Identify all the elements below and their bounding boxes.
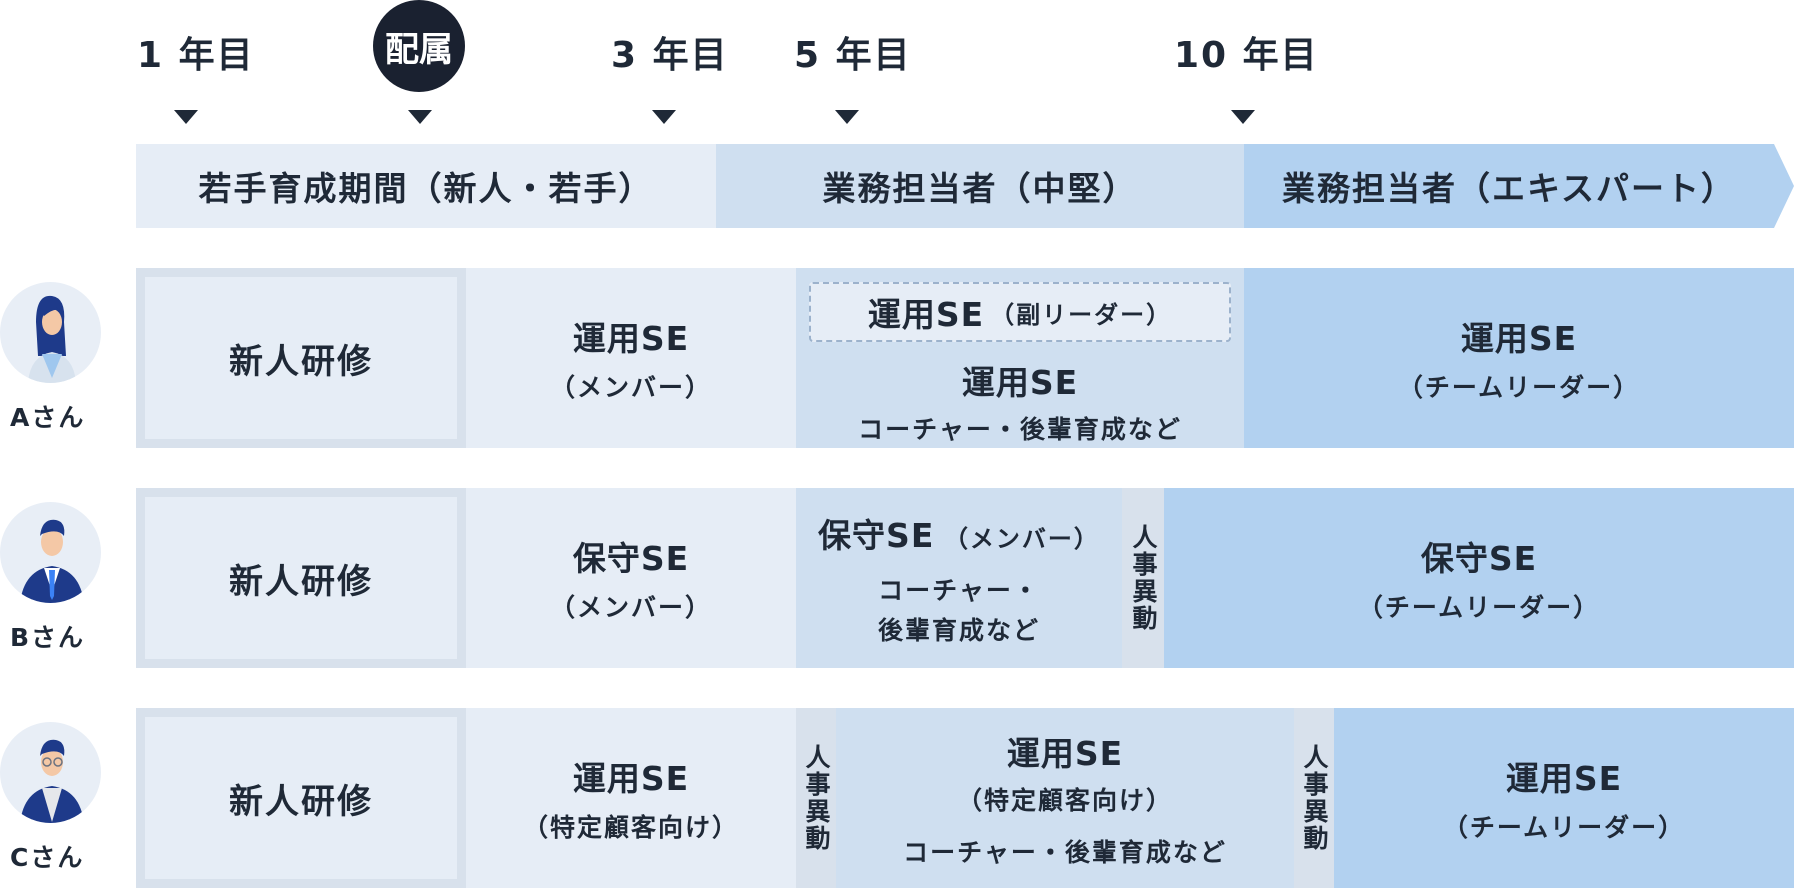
person-c-label: Cさん — [10, 843, 85, 872]
person-a-label: Aさん — [10, 403, 86, 432]
row-c-transfer-1: 人事異動 — [796, 708, 836, 888]
row-a-col4-sub: （チームリーダー） — [1397, 373, 1641, 402]
row-c-col4: 運用SE （チームリーダー） — [1334, 708, 1794, 888]
row-a-sub-leader-title: 運用SE — [867, 295, 985, 334]
person-woman-icon — [0, 282, 101, 383]
row-c-col2-title: 運用SE — [572, 759, 690, 798]
row-c-transfer-2-label: 人事異動 — [1300, 744, 1329, 852]
row-c-training: 新人研修 — [136, 708, 466, 888]
person-b-label: Bさん — [10, 623, 86, 652]
row-b-col3-sub1: コーチャー・ — [878, 576, 1040, 605]
row-a-col2: 運用SE （メンバー） — [466, 268, 796, 448]
assignment-marker — [408, 110, 432, 124]
year-1-label: 1 年目 — [137, 35, 255, 76]
row-c-col3-sub2: コーチャー・後輩育成など — [903, 838, 1227, 867]
row-a-training-label: 新人研修 — [145, 277, 457, 439]
row-b-col2-sub: （メンバー） — [549, 593, 712, 622]
row-a-sub-leader-box: 運用SE （副リーダー） — [809, 282, 1231, 342]
year-3-marker — [652, 110, 676, 124]
year-5-label: 5 年目 — [794, 35, 912, 76]
row-a-col4-title: 運用SE — [1460, 319, 1578, 358]
row-a-col4: 運用SE （チームリーダー） — [1244, 268, 1794, 448]
row-b-col4-title: 保守SE — [1420, 539, 1538, 578]
year-3-label: 3 年目 — [611, 35, 729, 76]
row-a-col3-sub: コーチャー・後輩育成など — [858, 415, 1182, 444]
row-b-transfer-label: 人事異動 — [1129, 524, 1158, 632]
row-b-transfer: 人事異動 — [1122, 488, 1164, 668]
row-c-col2-sub: （特定顧客向け） — [522, 813, 739, 842]
row-a-col3: 運用SE （副リーダー） 運用SE コーチャー・後輩育成など — [796, 268, 1244, 448]
row-c-col3: 運用SE （特定顧客向け） コーチャー・後輩育成など — [836, 708, 1294, 888]
row-a-col3-title: 運用SE — [961, 363, 1079, 402]
year-1-marker — [174, 110, 198, 124]
row-b-col2: 保守SE （メンバー） — [466, 488, 796, 668]
phase-young-development: 若手育成期間（新人・若手） — [136, 144, 716, 228]
row-a-col2-sub: （メンバー） — [549, 373, 712, 402]
row-c-col4-sub: （チームリーダー） — [1442, 813, 1686, 842]
row-b-col3-sub2: 後輩育成など — [877, 616, 1040, 645]
year-5-marker — [835, 110, 859, 124]
row-c-transfer-1-label: 人事異動 — [802, 744, 831, 852]
row-c-training-label: 新人研修 — [145, 717, 457, 879]
row-a-training: 新人研修 — [136, 268, 466, 448]
row-b-col4-sub: （チームリーダー） — [1357, 593, 1601, 622]
row-b-col3-title-sub: （メンバー） — [943, 525, 1100, 553]
row-b-training: 新人研修 — [136, 488, 466, 668]
row-b-col4: 保守SE （チームリーダー） — [1164, 488, 1794, 668]
year-10-marker — [1231, 110, 1255, 124]
person-man-tie-icon — [0, 502, 101, 603]
row-c-col3-title: 運用SE — [1006, 734, 1124, 773]
row-b-col3-title: 保守SE — [818, 516, 935, 555]
phase-mid-level: 業務担当者（中堅） — [716, 144, 1244, 228]
row-a-col2-title: 運用SE — [572, 319, 690, 358]
assignment-badge: 配属 — [373, 0, 465, 92]
row-c-col4-title: 運用SE — [1505, 759, 1623, 798]
phase-expert: 業務担当者（エキスパート） — [1281, 169, 1736, 208]
phase-expert-arrow — [1244, 144, 1794, 228]
row-c-col2: 運用SE （特定顧客向け） — [466, 708, 796, 888]
row-c-transfer-2: 人事異動 — [1294, 708, 1334, 888]
row-a-sub-leader-sub: （副リーダー） — [990, 300, 1173, 329]
row-b-training-label: 新人研修 — [145, 497, 457, 659]
row-c-col3-sub1: （特定顧客向け） — [956, 786, 1173, 815]
person-man-glasses-icon — [0, 722, 101, 823]
row-b-col3: 保守SE （メンバー） コーチャー・ 後輩育成など — [796, 488, 1122, 668]
row-b-col2-title: 保守SE — [572, 539, 690, 578]
year-10-label: 10 年目 — [1174, 35, 1319, 76]
